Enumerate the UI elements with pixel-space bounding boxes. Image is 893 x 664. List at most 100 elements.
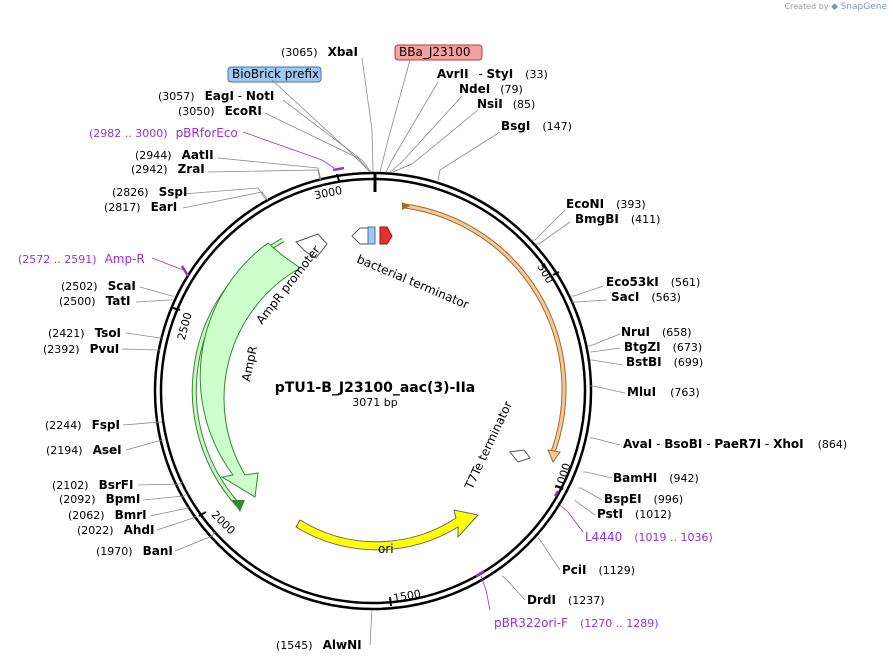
enzyme-bspei: BspEI(996)	[604, 492, 683, 506]
t7te-terminator-arrow	[509, 449, 531, 463]
enzyme-bsrfi-name: BsrFI	[99, 478, 134, 492]
enzyme-alwni: (1545) AlwNI	[276, 638, 362, 652]
enzyme-nrui-name: NruI	[621, 325, 650, 339]
primer-pbr322ori-f-name: pBR322ori-F	[494, 616, 568, 630]
enzyme-tati-pos: (2500)	[59, 295, 96, 308]
enzyme-avai-name: AvaI	[623, 437, 652, 451]
t7te-terminator-label: T7Te terminator	[462, 399, 515, 492]
enzyme-bamhi: BamHI(942)	[613, 471, 699, 485]
enzyme-bmgbi: BmgBI(411)	[575, 212, 660, 226]
enzyme-tsoi-name: TsoI	[95, 326, 121, 340]
enzyme-bmri: (2062)BmrI	[68, 508, 147, 522]
enzyme-ahdi-pos: (2022)	[77, 524, 114, 537]
primer-marks	[180, 166, 560, 578]
primer-amp-r-range: (2572 .. 2591)	[18, 253, 97, 266]
snapgene-brand: Created by ◆ SnapGene	[785, 2, 887, 12]
enzyme-xhoi-name: XhoI	[773, 437, 804, 451]
enzyme-noti-name: NotI	[246, 89, 275, 103]
tick-label-1500: 1500	[392, 587, 422, 605]
enzyme-tsoi-pos: (2421)	[48, 327, 85, 340]
enzyme-asei-pos: (2194)	[46, 444, 83, 457]
tick-2500	[172, 307, 181, 311]
enzyme-bsgi-pos: (147)	[542, 120, 572, 133]
enzyme-xbai: (3065) XbaI	[281, 45, 358, 59]
enzyme-nrui: NruI(658)	[621, 325, 692, 339]
enzyme-bamhi-name: BamHI	[613, 471, 657, 485]
enzyme-eari: (2817)EarI	[104, 200, 177, 214]
enzyme-btgzi-pos: (673)	[673, 341, 703, 354]
enzyme-asei: (2194) AseI	[46, 443, 122, 457]
ampr-arrow	[199, 242, 301, 498]
enzyme-asei-name: AseI	[93, 443, 122, 457]
enzyme-bpmi: (2092)BpmI	[59, 492, 140, 506]
enzyme-avai: AvaI - BsoBI - PaeR7I - XhoI(864)	[623, 437, 847, 451]
pbrforeco-mark	[332, 166, 345, 172]
enzyme-econi-pos: (393)	[616, 198, 646, 211]
enzyme-bpmi-name: BpmI	[106, 492, 141, 506]
enzyme-btgzi-name: BtgZI	[624, 340, 661, 354]
enzyme-sspi-pos: (2826)	[112, 186, 149, 199]
enzyme-alwni-name: AlwNI	[323, 638, 362, 652]
l4440-mark	[553, 490, 560, 497]
enzyme-eco53ki-name: Eco53kI	[606, 275, 659, 289]
created-by-text: Created by	[784, 2, 829, 11]
bacterial-terminator-arc-head	[547, 449, 561, 464]
enzyme-ecori-name: EcoRI	[225, 104, 262, 118]
ampr-thin-arc-head	[232, 500, 245, 512]
biobrick-prefix-segment	[367, 226, 376, 245]
primer-amp-r-name: Amp-R	[105, 252, 145, 266]
enzyme-ahdi-name: AhdI	[124, 523, 155, 537]
primer-pbrforeco-name: pBRforEco	[176, 126, 238, 140]
biobrick-prefix-box: BioBrick prefix	[227, 66, 322, 83]
tick-label-500: 500	[534, 261, 556, 286]
enzyme-alwni-pos: (1545)	[276, 639, 313, 652]
enzyme-pvui-pos: (2392)	[43, 343, 80, 356]
bba-j23100-segment	[379, 226, 393, 245]
primer-pbr322ori-f: pBR322ori-F(1270 .. 1289)	[494, 616, 659, 630]
enzyme-avrii-pos: (33)	[525, 68, 548, 81]
enzyme-ndei: NdeI(79)	[459, 82, 523, 96]
backbone-inner-ring	[159, 177, 587, 605]
enzyme-bani: (1970)BanI	[96, 544, 173, 558]
enzyme-econi-name: EcoNI	[566, 197, 604, 211]
plasmid-name: pTU1-B_J23100_aac(3)-IIa	[275, 380, 475, 396]
enzyme-eco53ki-pos: (561)	[671, 276, 701, 289]
enzyme-drdi-name: DrdI	[527, 593, 556, 607]
enzyme-sspi-name: SspI	[159, 185, 188, 199]
enzyme-saci: SacI(563)	[611, 290, 681, 304]
ori-label: ori	[378, 542, 394, 556]
enzyme-econi: EcoNI (393)	[566, 197, 646, 211]
enzyme-zrai: (2942)ZraI	[131, 162, 205, 176]
enzyme-sspi: (2826) SspI	[112, 185, 187, 199]
enzyme-paer7i-name: PaeR7I	[714, 437, 761, 451]
enzyme-avrii: AvrII - StyI(33)	[437, 67, 548, 81]
primer-lines	[151, 131, 584, 611]
enzyme-xbai-name: XbaI	[328, 45, 358, 59]
enzyme-bstbi-name: BstBI	[626, 355, 662, 369]
enzyme-pcii-name: PciI	[562, 563, 587, 577]
enzyme-labels: (3065)XbaI AvrII - StyI(33) NdeI(79) Nsi…	[43, 45, 847, 652]
enzyme-scai-name: ScaI	[108, 279, 136, 293]
bacterial-terminator-arc-tail	[402, 202, 410, 210]
enzyme-xbai-pos: (3065)	[281, 46, 318, 59]
primer-pbrforeco: (2982 .. 3000)pBRforEco	[89, 126, 238, 140]
enzyme-pcii-pos: (1129)	[599, 564, 636, 577]
enzyme-psti: PstI(1012)	[597, 507, 672, 521]
enzyme-pcii: PciI (1129)	[562, 563, 635, 577]
tick-1000	[555, 485, 564, 490]
enzyme-ecori-pos: (3050)	[178, 105, 215, 118]
enzyme-eagi-pos: (3057)	[158, 90, 195, 103]
primer-l4440: L4440(1019 .. 1036)	[585, 530, 713, 544]
bba-j23100-box: BBa_J23100	[394, 44, 483, 61]
enzyme-eari-pos: (2817)	[104, 201, 141, 214]
enzyme-bani-pos: (1970)	[96, 545, 133, 558]
enzyme-mlui-name: MluI	[627, 385, 656, 399]
enzyme-pvui-name: PvuI	[90, 342, 120, 356]
primer-amp-r: (2572 .. 2591) Amp-R	[18, 252, 145, 266]
enzyme-saci-name: SacI	[611, 290, 639, 304]
enzyme-ndei-pos: (79)	[500, 83, 523, 96]
enzyme-bspei-name: BspEI	[604, 492, 642, 506]
enzyme-tati: (2500)TatI	[59, 294, 131, 308]
enzyme-scai: (2502)ScaI	[61, 279, 136, 293]
